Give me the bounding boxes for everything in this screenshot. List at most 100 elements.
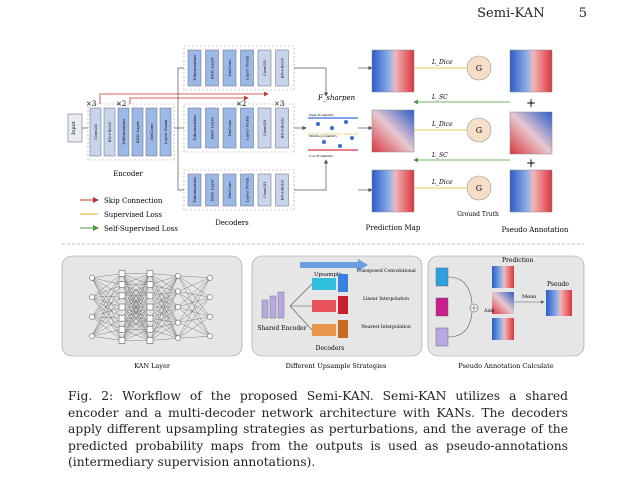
kan-edge — [149, 275, 179, 308]
decoder-block-label: Tokenization — [192, 177, 197, 203]
kan-edge — [91, 297, 123, 319]
pseudo-annotation-maps: + + — [509, 49, 553, 213]
decoder-block-label: BN+ReLU — [280, 57, 285, 79]
decoder-block-label: Tokenization — [192, 115, 197, 141]
kan-edge — [177, 297, 211, 339]
decoder-block-label: DwConv — [227, 119, 232, 137]
plus-1: + — [526, 96, 536, 110]
decoder-block-label: Layer Norm — [245, 116, 250, 141]
kan-edge — [121, 329, 151, 341]
kan-edge — [149, 273, 179, 308]
kan-edge — [149, 275, 179, 296]
kan-edge — [177, 277, 211, 339]
encoder-block-label: DwConv — [149, 123, 154, 141]
kan-edge — [177, 306, 211, 317]
pseudo-calc-panel: Prediction Pseudo Mean Add Pseudo Annota… — [427, 255, 585, 370]
decoder-block: Tokenization — [187, 49, 202, 87]
kan-edge — [177, 275, 211, 298]
running-title: Semi-KAN — [477, 6, 545, 21]
kan-node — [146, 270, 154, 277]
kan-node — [146, 281, 154, 288]
kan-edge — [121, 295, 151, 341]
kan-edge — [177, 277, 211, 323]
decoder-block-label: Conv2D — [262, 182, 267, 198]
kan-edge — [91, 273, 123, 317]
kan-edge — [149, 295, 179, 339]
decoder-block-label: KAN Layer — [210, 179, 215, 201]
input-label: Input — [71, 121, 77, 135]
g-label-1: G — [476, 64, 482, 73]
ground-truth-label: Ground Truth — [457, 211, 499, 218]
kan-edge — [177, 277, 211, 308]
loss-dice-3: L_Dice — [431, 179, 453, 186]
kan-edge — [91, 317, 123, 337]
kan-edge — [149, 273, 179, 276]
kan-node — [146, 303, 154, 311]
decoder-block-label: DwConv — [227, 59, 232, 77]
plus-2: + — [526, 156, 536, 170]
kan-edge — [177, 316, 211, 339]
upsample-panel: Upsample Shared Encoder Decoders Transpo… — [251, 255, 423, 370]
kan-node — [175, 288, 181, 295]
kan-edge — [177, 336, 211, 339]
sharpen-high: High Probability — [309, 113, 334, 117]
encoder-block-label: Conv2D — [93, 124, 98, 140]
strategy-2: Linear Interpolation — [363, 296, 409, 302]
encoder-block: KAN Layer — [131, 107, 144, 157]
kan-edge — [149, 338, 179, 341]
kan-edge — [149, 306, 179, 341]
kan-node — [207, 333, 213, 340]
prediction-small: Prediction — [502, 257, 534, 264]
decoder-block: DwConv — [222, 107, 237, 149]
loss-sc-1: L_SC — [431, 94, 448, 101]
kan-node — [118, 314, 126, 322]
kan-edge — [91, 316, 123, 319]
kan-edge — [149, 306, 179, 319]
kan-node — [207, 294, 213, 301]
kan-edge — [149, 284, 179, 323]
prediction-maps — [371, 49, 415, 213]
kan-edge — [149, 273, 179, 323]
kan-edge — [91, 306, 123, 317]
kan-node — [118, 303, 126, 311]
kan-edge — [177, 291, 211, 337]
pseudo-annotation-label: Pseudo Annotation — [502, 226, 569, 234]
kan-edge — [149, 306, 179, 330]
kan-edge — [121, 306, 151, 341]
kan-edge — [91, 284, 123, 337]
kan-edge — [91, 316, 123, 341]
loss-sc-2: L_SC — [431, 152, 448, 159]
kan-edge — [91, 277, 123, 285]
sharpen-plot: High Probability Low Probability Middle … — [308, 113, 358, 158]
decoder-block-label: Layer Norm — [245, 56, 250, 81]
kan-node — [89, 294, 95, 301]
add-small: Add — [483, 308, 495, 314]
ground-truth-g: G G G — [466, 55, 492, 201]
kan-edge — [91, 306, 123, 337]
page-header: Semi-KAN 5 — [477, 6, 587, 21]
kan-edge — [91, 273, 123, 298]
kan-node — [175, 272, 181, 279]
encoder-block: Layer Norm — [159, 107, 172, 157]
upsample-arrow-label: Upsample — [314, 272, 342, 278]
kan-edge — [177, 275, 211, 278]
legend: Skip Connection Supervised Loss Self-Sup… — [80, 197, 178, 233]
encoder-block-label: BN+ReLU — [107, 121, 112, 143]
kan-edge — [149, 275, 179, 330]
kan-edge — [121, 273, 151, 285]
kan-node — [118, 337, 126, 344]
kan-node — [146, 314, 154, 322]
kan-edge — [91, 273, 123, 278]
kan-edge — [149, 295, 179, 323]
encoder-block-label: Layer Norm — [163, 120, 168, 145]
g-label-2: G — [476, 126, 482, 135]
kan-edge — [121, 318, 151, 341]
encoder-block: Conv2D — [89, 107, 102, 157]
kan-edge — [149, 273, 179, 292]
kan-edge — [149, 306, 179, 323]
page-number: 5 — [578, 6, 587, 21]
kan-edge — [149, 291, 179, 330]
prediction-map-label: Prediction Map — [366, 224, 421, 232]
kan-edge — [177, 316, 211, 323]
